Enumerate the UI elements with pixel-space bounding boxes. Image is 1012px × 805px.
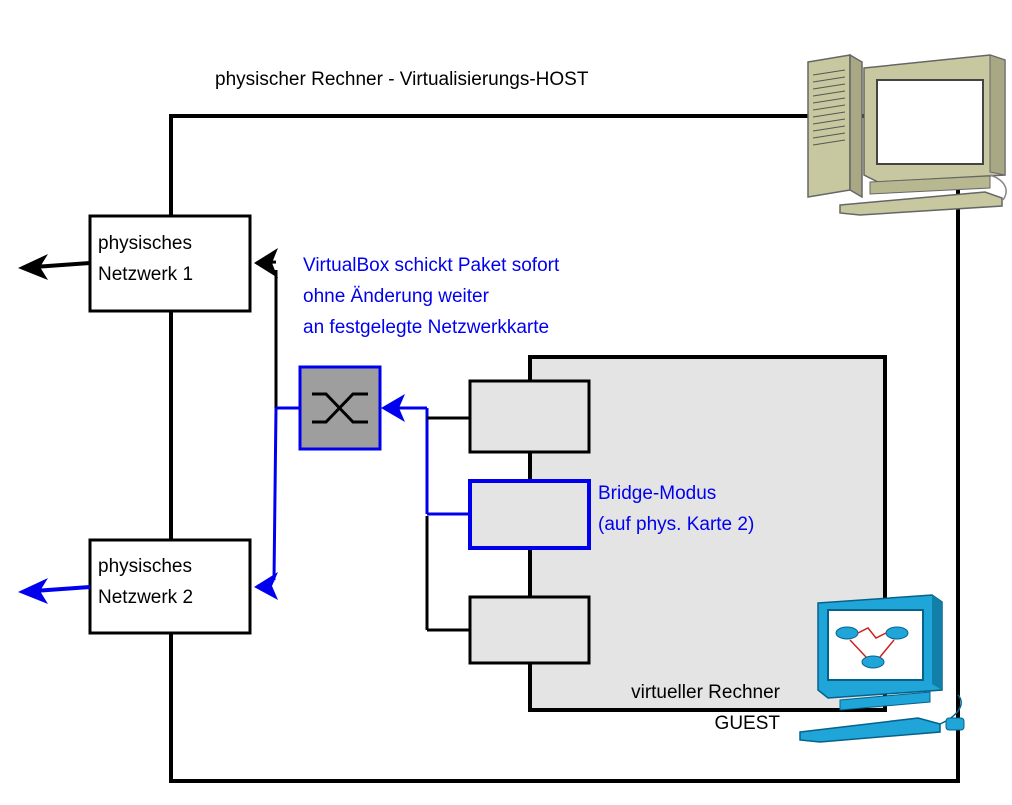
guest-line1: virtueller Rechner	[631, 682, 780, 703]
network-2-label: physisches Netzwerk 2	[98, 551, 193, 613]
annotation-text: VirtualBox schickt Paket sofort ohne Änd…	[303, 250, 559, 343]
network-box-2	[88, 538, 252, 635]
workstation-network-icon	[799, 594, 965, 743]
network-1-line1: physisches	[98, 233, 192, 254]
network-2-out-arrow	[18, 578, 91, 604]
bridge-mode-label: Bridge-Modus (auf phys. Karte 2)	[598, 478, 754, 540]
annotation-line1: VirtualBox schickt Paket sofort	[303, 255, 560, 276]
network-2-line2: Netzwerk 2	[98, 587, 194, 608]
virtual-nic-3	[468, 595, 591, 665]
network-box-1	[88, 214, 252, 313]
virtual-nic-1	[468, 379, 591, 454]
host-title: physischer Rechner - Virtualisierungs-HO…	[215, 69, 589, 90]
annotation-line3: an festgelegte Netzwerkkarte	[303, 317, 550, 338]
path-bridged-nic-to-switch	[381, 394, 470, 516]
guest-label: virtueller Rechner GUEST	[603, 677, 780, 739]
path-switch-to-network-2	[254, 406, 300, 600]
network-1-line2: Netzwerk 1	[98, 264, 194, 285]
annotation-line2: ohne Änderung weiter	[303, 286, 489, 307]
network-2-line1: physisches	[98, 556, 192, 577]
guest-line2: GUEST	[714, 713, 780, 734]
virtual-nic-2-bridged	[468, 479, 591, 550]
network-1-out-arrow	[18, 254, 91, 280]
network-1-label: physisches Netzwerk 1	[98, 228, 193, 290]
bridge-line1: Bridge-Modus	[598, 483, 717, 504]
host-frame	[169, 114, 960, 783]
path-switch-to-network-1	[254, 248, 300, 410]
bridge-line2: (auf phys. Karte 2)	[598, 514, 755, 535]
bridge-switch-icon	[298, 365, 382, 451]
desktop-computer-icon	[807, 53, 1007, 216]
